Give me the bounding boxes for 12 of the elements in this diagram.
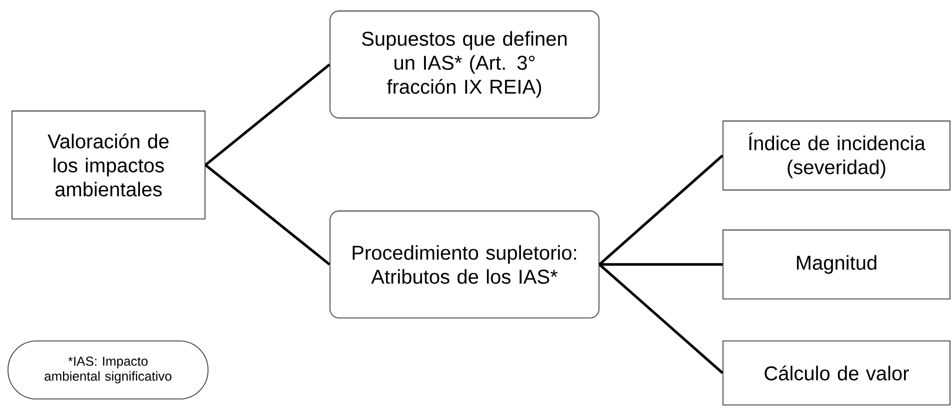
process-box: Magnitud (722, 230, 950, 300)
process-box: Valoración de los impactos ambientales (12, 110, 206, 220)
rounded-box: Supuestos que definen un IAS* (Art. 3° fracción IX REIA) (330, 10, 600, 118)
rounded-box: Procedimiento supletorio: Atributos de los IAS* (330, 210, 600, 318)
connector-line (599, 263, 723, 266)
connector-line (204, 164, 330, 266)
note-box: *IAS: Impacto ambiental significativo (8, 340, 208, 400)
connector-line (598, 154, 724, 266)
process-box: Índice de incidencia (severidad) (722, 120, 950, 190)
connector-line (598, 264, 724, 374)
connector-line (204, 63, 330, 166)
process-box: Cálculo de valor (722, 340, 950, 406)
